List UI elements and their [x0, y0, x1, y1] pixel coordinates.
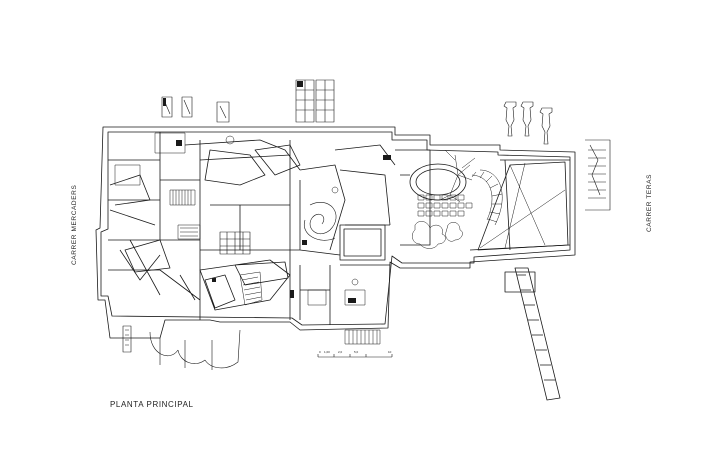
- garden-pond-inner: [415, 168, 461, 196]
- courtyard-inner: [343, 228, 382, 257]
- scale-label-4: 10: [388, 350, 392, 354]
- ramp-landing: [504, 271, 536, 293]
- scale-bar: 0 1,00 2,0 5,0 10: [317, 350, 393, 358]
- skylight-grid: [219, 231, 251, 255]
- ramp: [514, 267, 561, 401]
- garden-hedges: [417, 194, 473, 217]
- east-wing-walls: [395, 149, 571, 251]
- top-window-elevations: [161, 79, 335, 123]
- curved-stair: [471, 169, 503, 226]
- courtyard: [339, 224, 386, 261]
- stair: [169, 189, 196, 206]
- balusters: [503, 101, 553, 145]
- building-outline: [95, 126, 576, 339]
- east-hall: [477, 161, 569, 251]
- street-label-left: CARRER MERCADERS: [71, 185, 78, 265]
- inner-outline: [100, 131, 571, 326]
- tree-sketch: [439, 149, 476, 203]
- furniture: [114, 132, 366, 306]
- east-steps: [585, 139, 611, 211]
- street-label-right: CARRER TERAS: [646, 174, 653, 232]
- scale-label-1: 1,00: [324, 350, 330, 354]
- scale-label-2: 2,0: [338, 350, 343, 354]
- scale-label-3: 5,0: [354, 350, 359, 354]
- room-lines-left: [108, 132, 300, 320]
- scale-label-0: 0: [319, 350, 321, 354]
- bottom-stair: [344, 329, 381, 345]
- diagonal-walls: [109, 174, 291, 311]
- left-elevations: [122, 325, 241, 370]
- dark-marks: [163, 81, 391, 303]
- spiral-element: [303, 202, 337, 241]
- plan-title: PLANTA PRINCIPAL: [110, 400, 194, 409]
- hatched-shard: [239, 271, 263, 306]
- east-hall-diagonals: [479, 162, 566, 249]
- garden-foliage: [412, 221, 463, 249]
